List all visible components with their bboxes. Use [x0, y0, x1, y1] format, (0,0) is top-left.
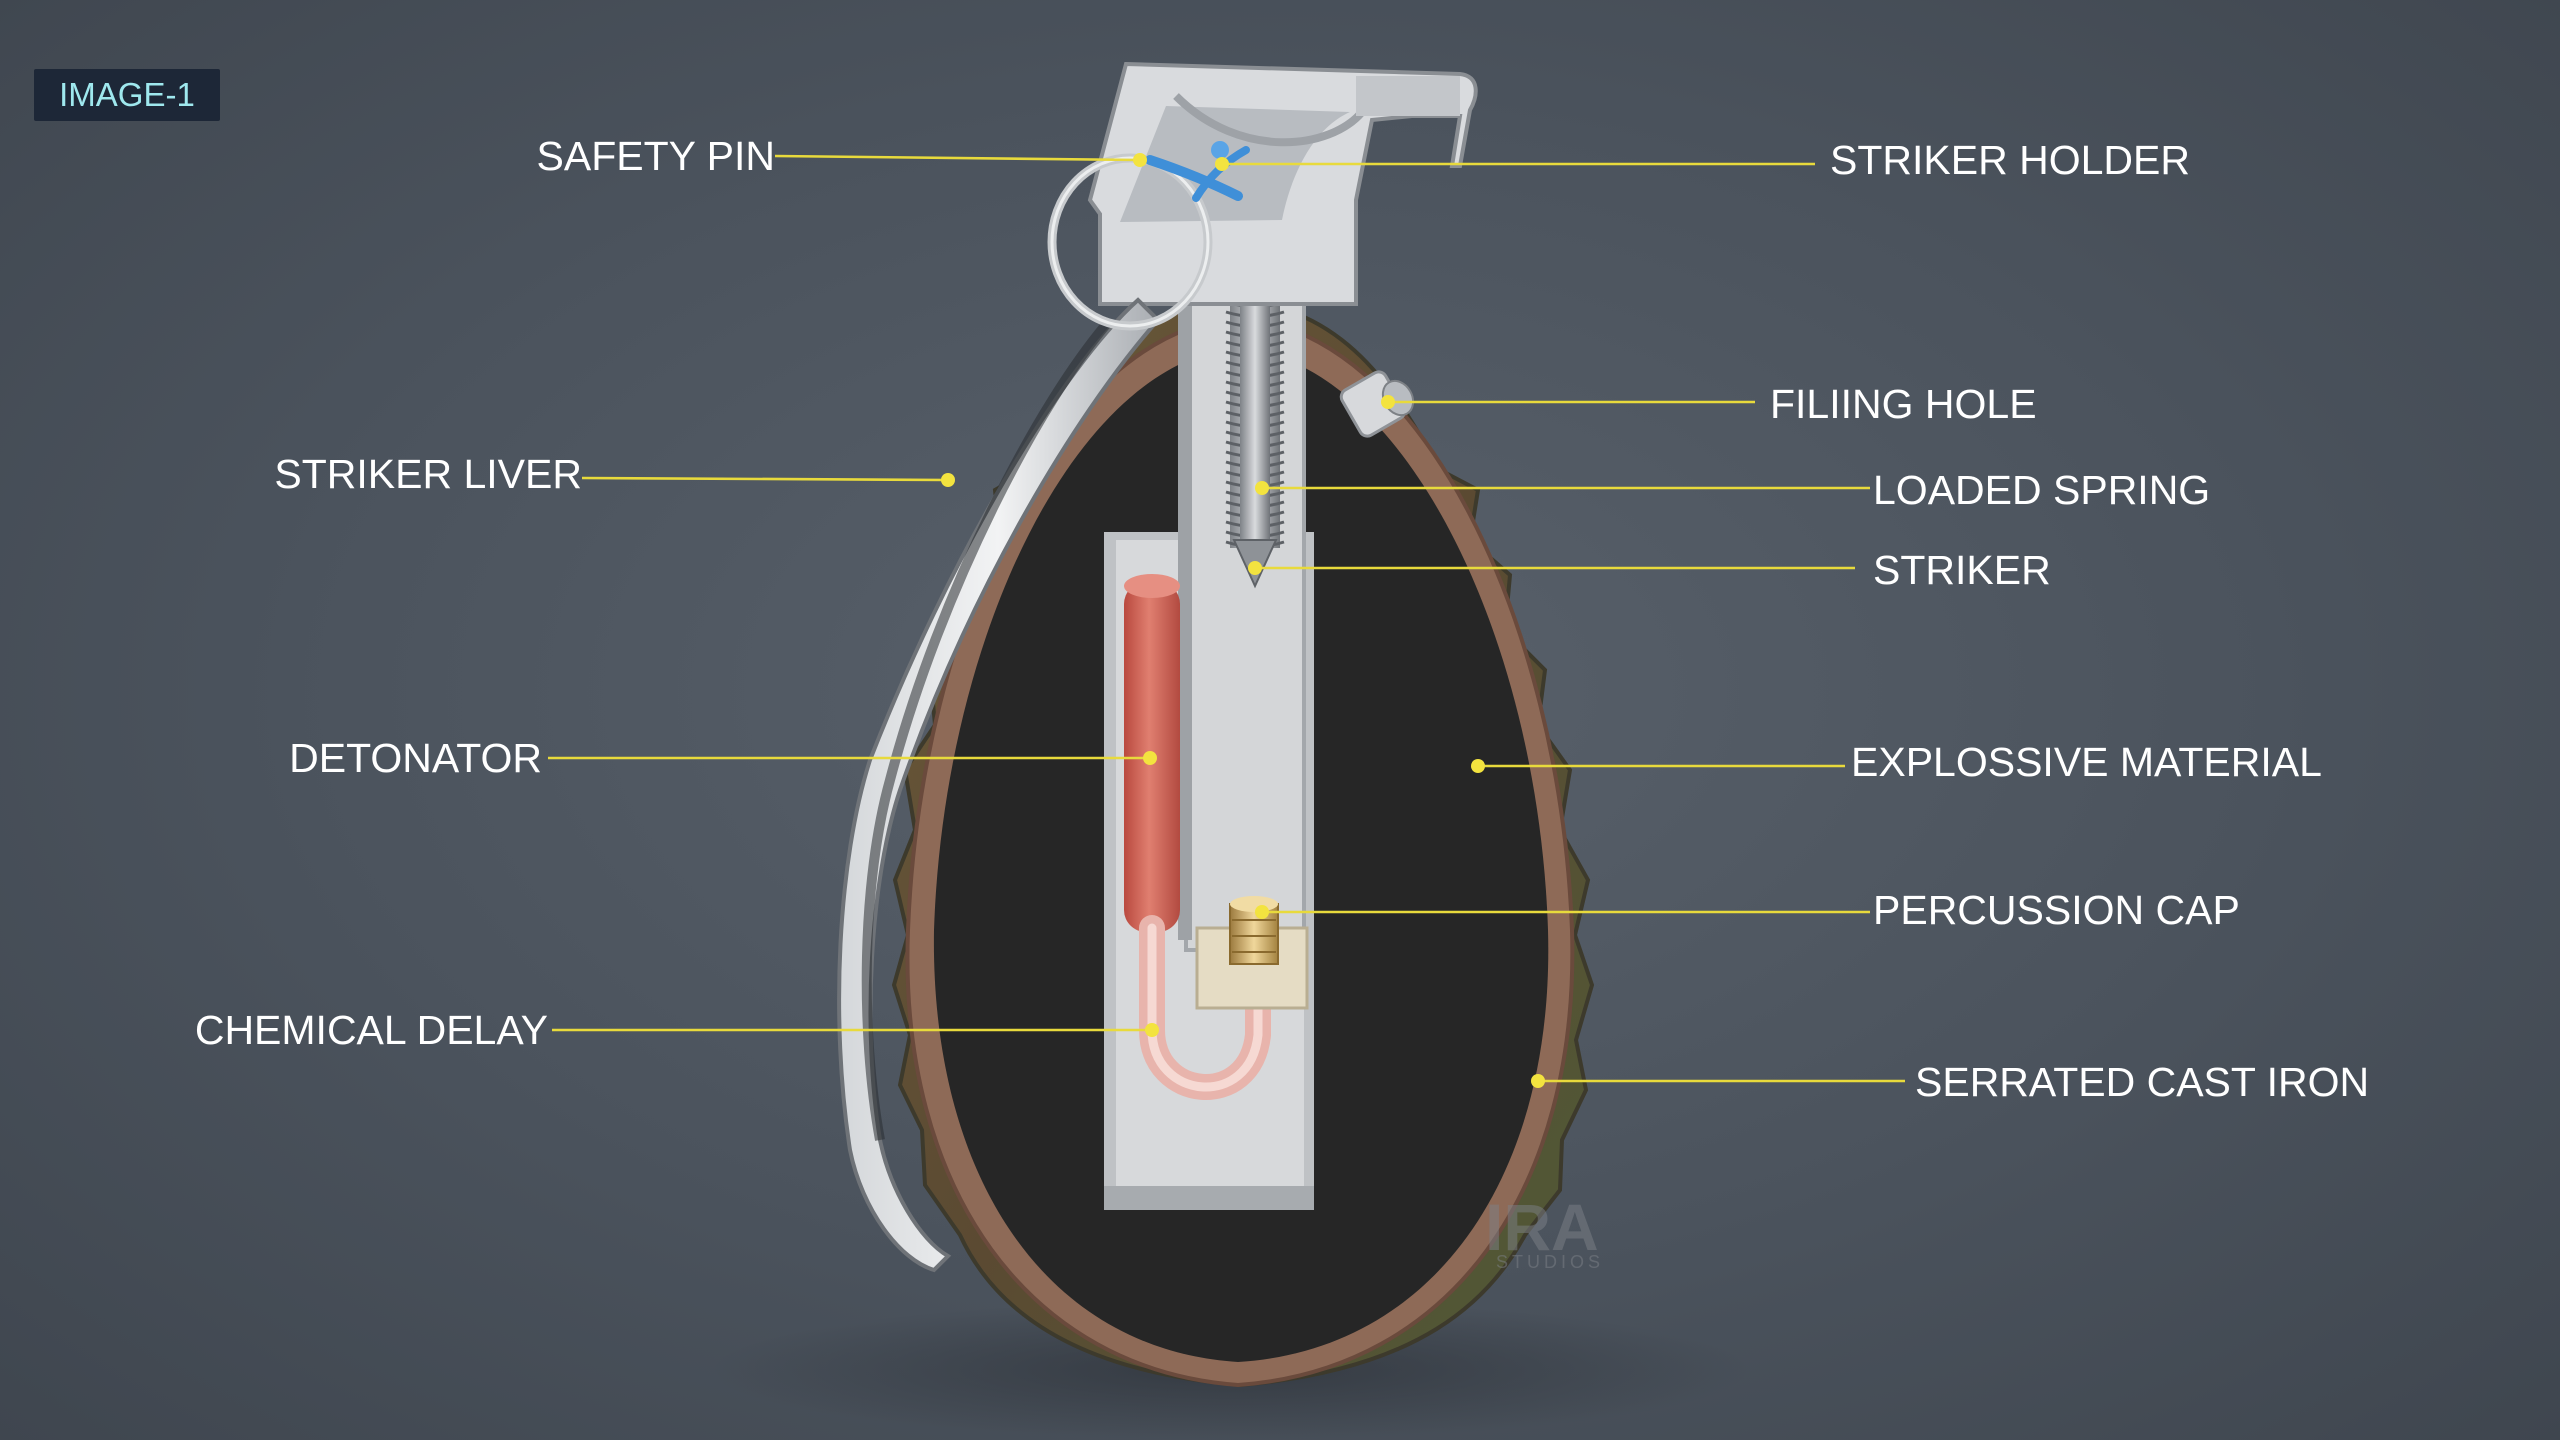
watermark-sub: STUDIOS	[1496, 1252, 1604, 1272]
label-striker-holder: STRIKER HOLDER	[1830, 137, 2190, 183]
dot-striker-lever	[941, 473, 955, 487]
dot-explosive	[1471, 759, 1485, 773]
watermark: IRA STUDIOS	[1485, 1190, 1604, 1272]
dot-loaded-spring	[1255, 481, 1269, 495]
dot-striker-holder	[1215, 157, 1229, 171]
dot-serrated-cast-iron	[1531, 1074, 1545, 1088]
label-loaded-spring: LOADED SPRING	[1873, 467, 2210, 513]
label-chemical-delay: CHEMICAL DELAY	[195, 1007, 548, 1053]
label-striker: STRIKER	[1873, 547, 2051, 593]
striker-lever-inner	[861, 316, 1114, 1141]
dot-safety-pin	[1133, 153, 1147, 167]
label-detonator: DETONATOR	[289, 735, 542, 781]
label-safety-pin: SAFETY PIN	[537, 133, 775, 179]
label-filling-hole: FILIING HOLE	[1770, 381, 2037, 427]
label-percussion-cap: PERCUSSION CAP	[1873, 887, 2240, 933]
watermark-main: IRA	[1485, 1190, 1599, 1264]
dot-percussion-cap	[1255, 905, 1269, 919]
striker-holder	[1087, 61, 1478, 306]
dot-striker	[1248, 561, 1262, 575]
tube-partition	[1178, 300, 1192, 940]
dot-chemical-delay	[1145, 1023, 1159, 1037]
label-serrated-cast-iron: SERRATED CAST IRON	[1915, 1059, 2369, 1105]
dot-detonator	[1143, 751, 1157, 765]
dot-filling-hole	[1381, 395, 1395, 409]
leader-safety-pin	[774, 154, 1141, 162]
label-explosive-material: EXPLOSSIVE MATERIAL	[1851, 739, 2322, 785]
label-striker-lever: STRIKER LIVER	[274, 451, 582, 497]
chemical-delay	[1139, 915, 1271, 1100]
labels: SAFETY PIN STRIKER HOLDER FILIING HOLE S…	[195, 133, 2369, 1105]
leader-striker-lever	[581, 476, 949, 482]
percussion-cap-holder	[1195, 896, 1309, 1010]
image-tag: IMAGE-1	[34, 69, 220, 121]
leader-lines	[548, 153, 1905, 1088]
